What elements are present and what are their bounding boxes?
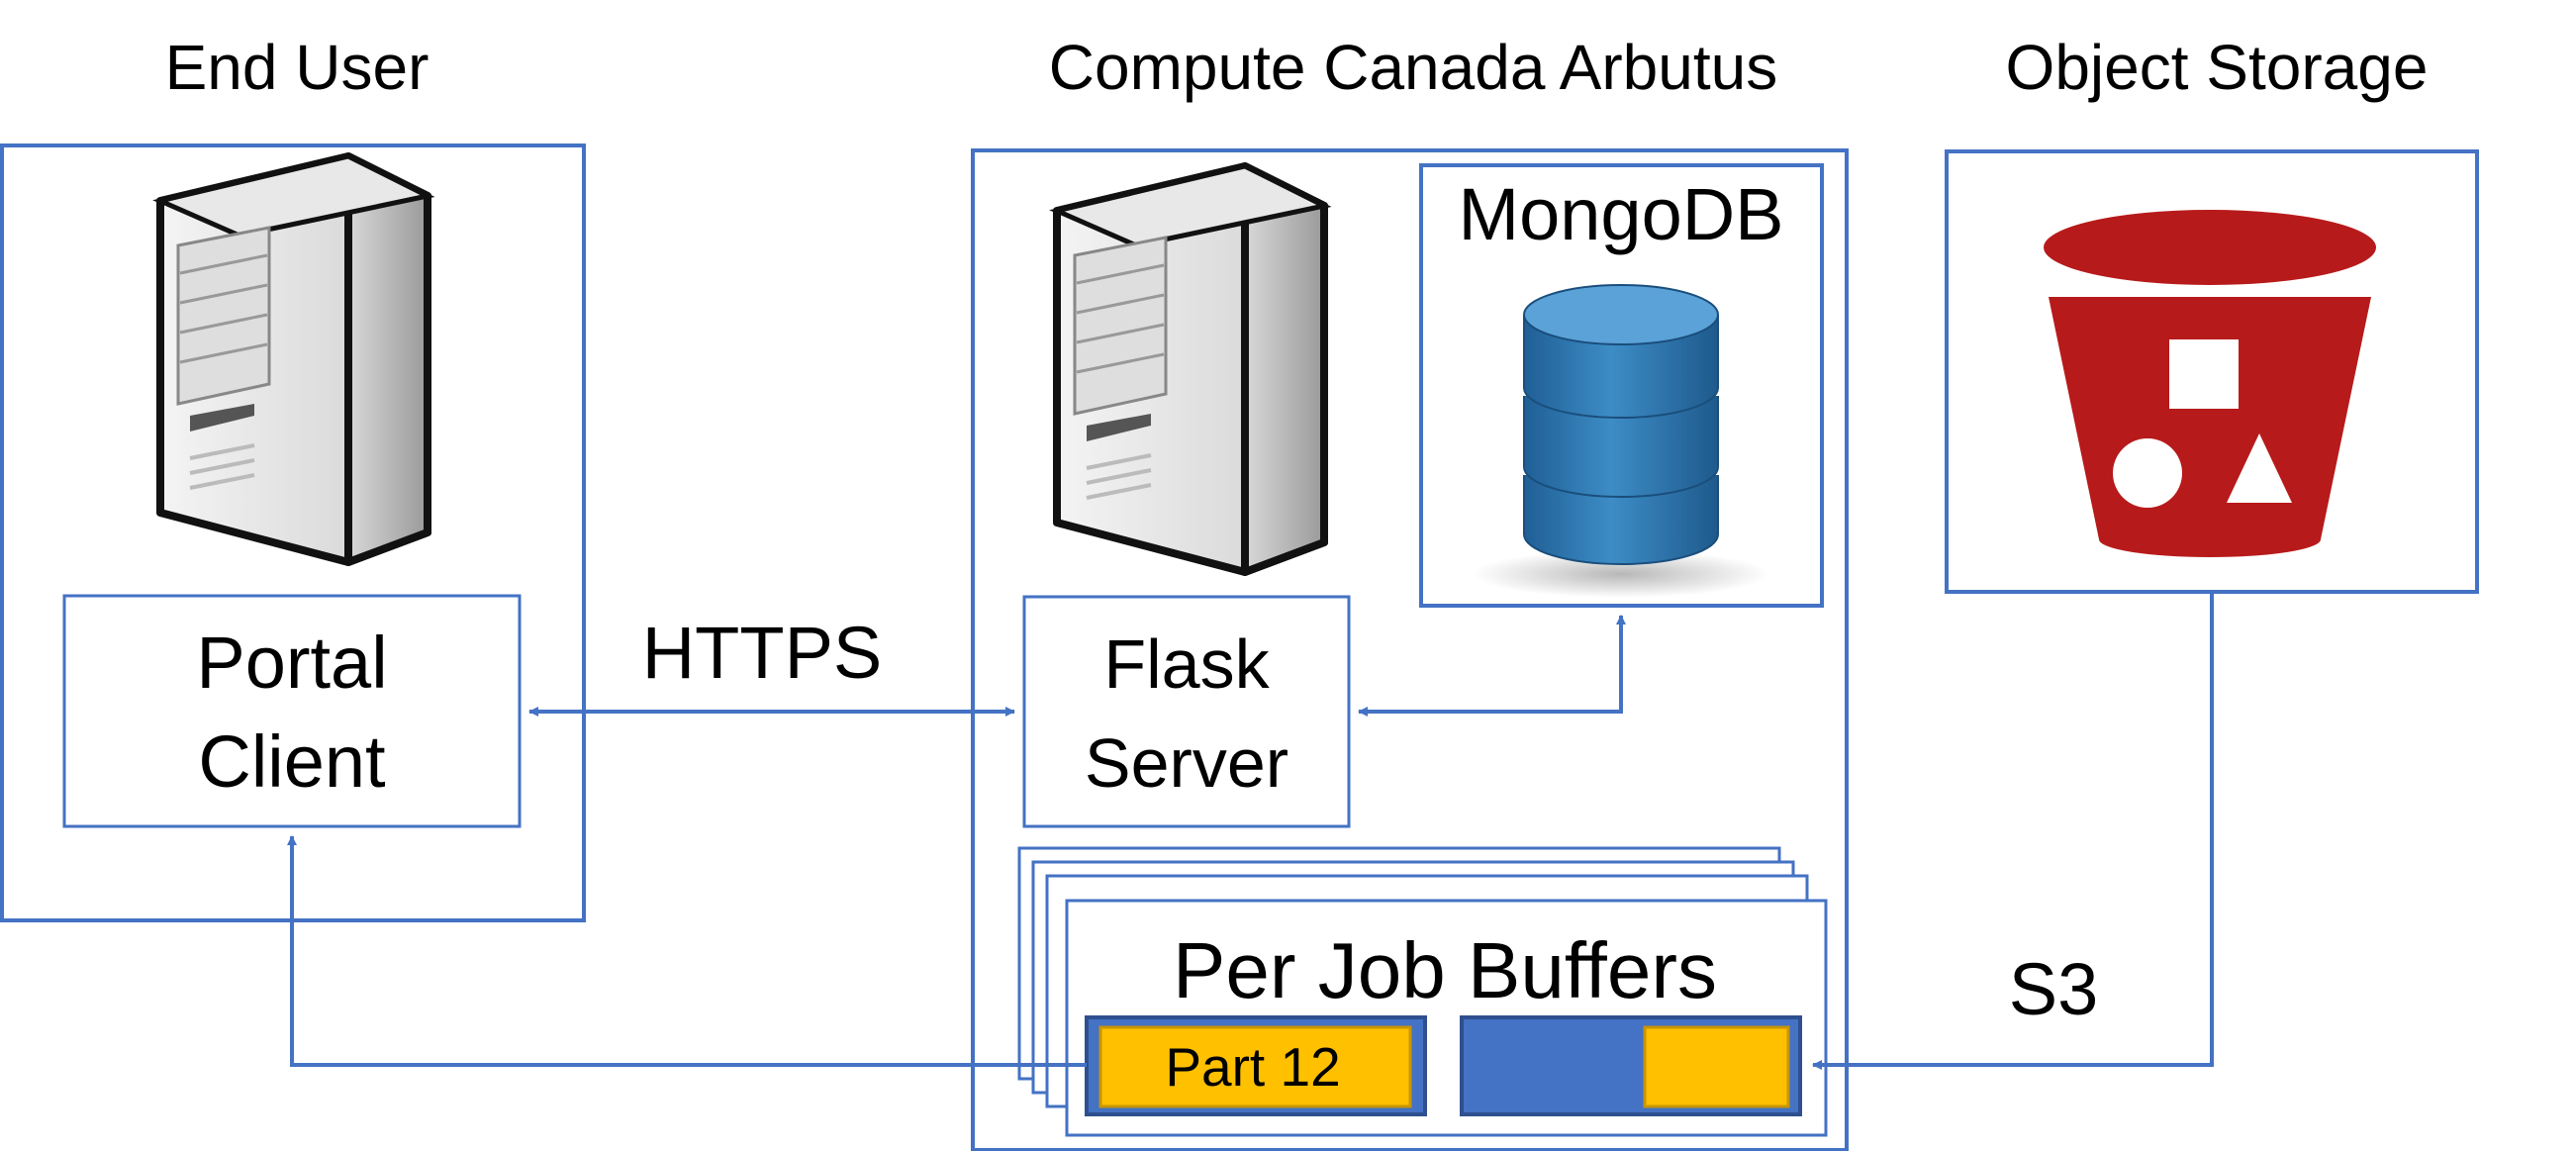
end-user-heading: End User xyxy=(165,32,429,103)
mongodb-label: MongoDB xyxy=(1458,173,1783,255)
server-tower-icon xyxy=(160,156,428,562)
server-tower-icon xyxy=(1057,166,1324,572)
bucket-icon xyxy=(2044,210,2376,557)
flask-server-label-line1: Flask xyxy=(1103,625,1270,703)
part-12-label: Part 12 xyxy=(1165,1036,1340,1098)
incoming-chunk xyxy=(1643,1025,1790,1108)
database-icon xyxy=(1473,284,1769,598)
part-12-chunk xyxy=(1098,1025,1412,1108)
flask-server-label-line2: Server xyxy=(1085,724,1288,802)
portal-client-box xyxy=(62,594,522,828)
portal-client-label-line2: Client xyxy=(198,720,386,803)
part-to-portal-connector xyxy=(287,835,1087,1067)
s3-connector xyxy=(1812,592,2214,1070)
per-job-buffers-label: Per Job Buffers xyxy=(1173,926,1717,1014)
portal-client-label-line1: Portal xyxy=(196,622,387,704)
storage-heading: Object Storage xyxy=(2006,32,2429,103)
https-label: HTTPS xyxy=(642,612,883,694)
compute-container xyxy=(971,148,1849,1151)
flask-server-box xyxy=(1022,595,1351,828)
compute-heading: Compute Canada Arbutus xyxy=(1049,32,1777,103)
flask-mongodb-connector xyxy=(1358,615,1626,717)
s3-label: S3 xyxy=(2009,948,2099,1030)
